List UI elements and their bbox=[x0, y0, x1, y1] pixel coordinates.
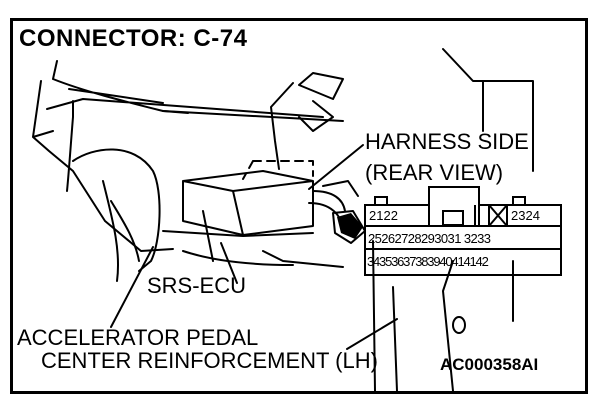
rod bbox=[66, 100, 189, 192]
left-panel bbox=[32, 80, 174, 252]
srs-ecu-label: SRS-ECU bbox=[147, 273, 247, 298]
left-inner bbox=[110, 200, 140, 262]
leader-harness bbox=[308, 144, 364, 190]
leader-accel bbox=[110, 246, 154, 328]
leader-center bbox=[346, 318, 398, 350]
leader-srs bbox=[220, 242, 238, 284]
mount-bracket bbox=[298, 72, 344, 132]
pin-row2: 25262728293031 3233 bbox=[368, 231, 491, 246]
upper-bracket bbox=[46, 60, 344, 122]
left-duct bbox=[72, 148, 161, 282]
pin-row3: 34353637383940414142 bbox=[367, 254, 489, 269]
plug-dark bbox=[337, 213, 363, 239]
center-reinforcement-label: CENTER REINFORCEMENT (LH) bbox=[41, 348, 378, 373]
plug-body bbox=[332, 210, 366, 244]
column bbox=[270, 82, 294, 170]
right-wall bbox=[442, 48, 534, 172]
bolt-hole bbox=[452, 316, 466, 334]
connector-title: CONNECTOR: C-74 bbox=[19, 25, 248, 52]
pin-row1-right: 2324 bbox=[511, 208, 540, 223]
lower-lines bbox=[162, 210, 344, 268]
illustration bbox=[32, 48, 562, 391]
connector-face bbox=[364, 186, 562, 276]
diagram-frame: CONNECTOR: C-74 HARNESS SIDE (REAR VIEW)… bbox=[10, 18, 588, 394]
accelerator-pedal-label: ACCELERATOR PEDAL bbox=[17, 325, 259, 350]
figure-code: AC000358AI bbox=[440, 355, 539, 374]
harness-side-label: HARNESS SIDE bbox=[365, 129, 529, 154]
srs-ecu-top bbox=[242, 160, 314, 180]
pin-row1-left: 2122 bbox=[369, 208, 398, 223]
right-pillar bbox=[372, 240, 514, 391]
rear-view-label: (REAR VIEW) bbox=[365, 160, 504, 185]
srs-ecu-box bbox=[182, 170, 314, 236]
